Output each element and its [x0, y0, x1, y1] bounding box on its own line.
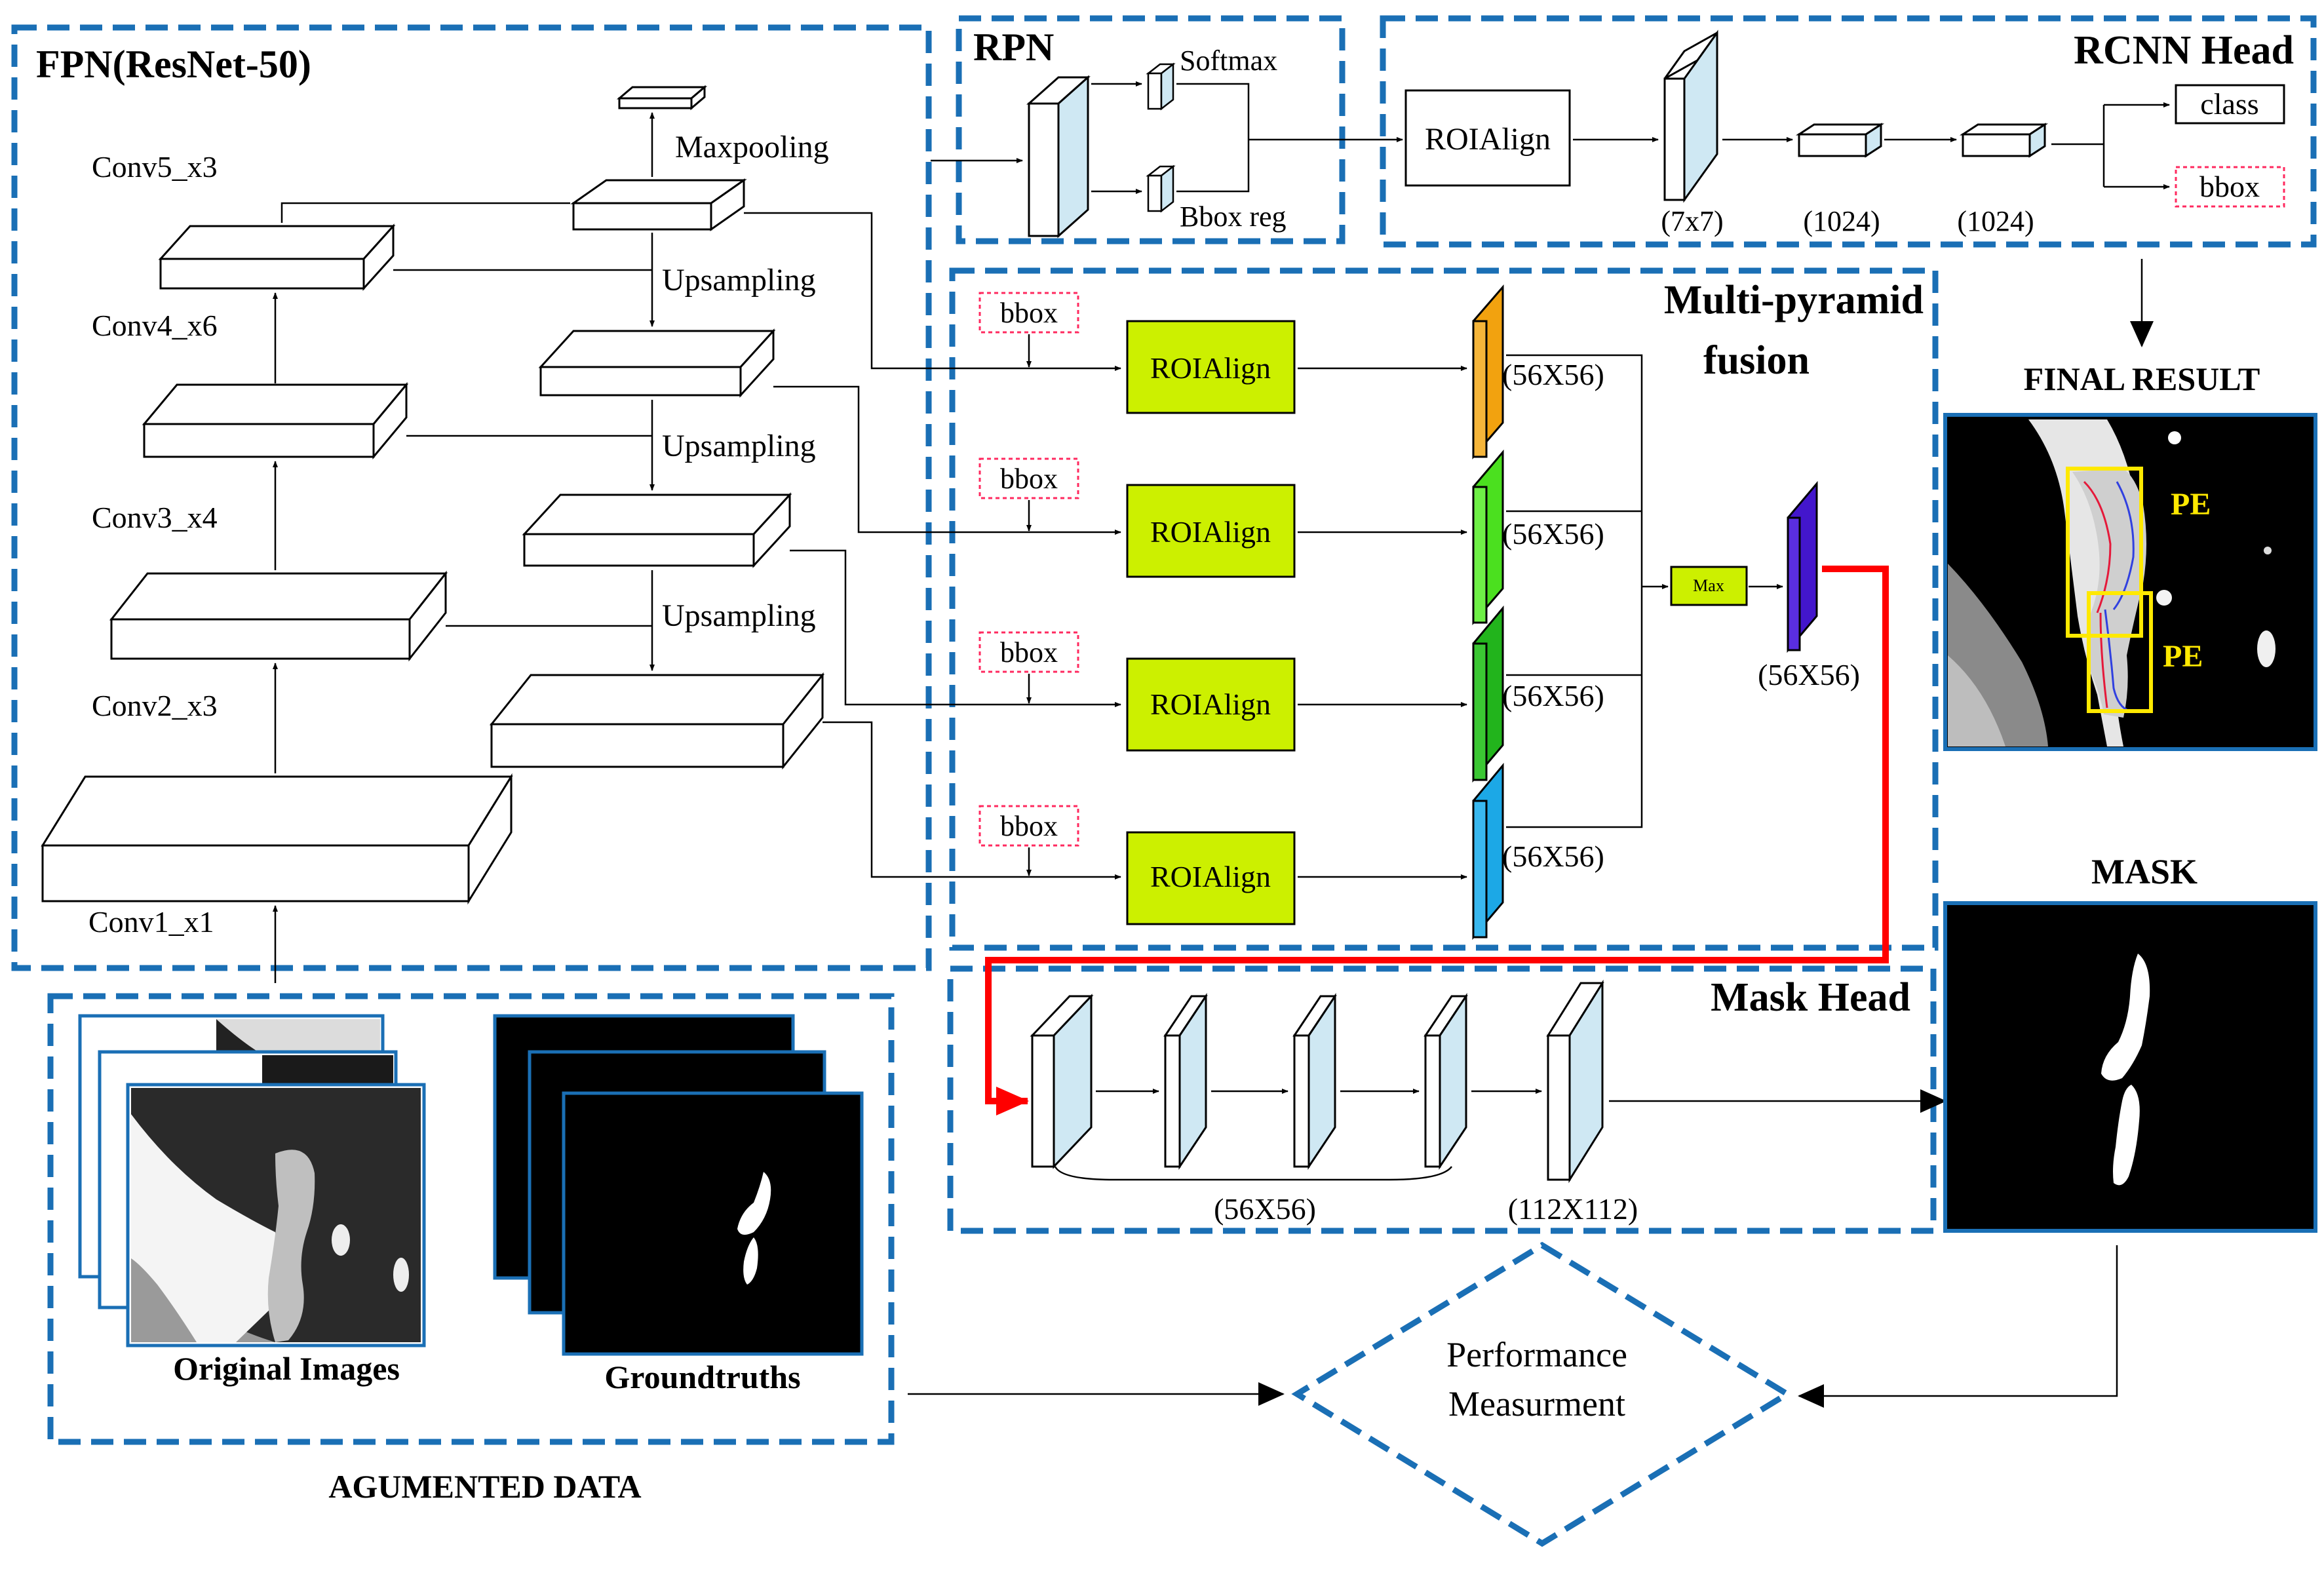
rcnn-head-section-frame: [1380, 15, 2317, 248]
fpn-section-frame: [11, 24, 932, 971]
rpn-block: [1026, 62, 1403, 239]
final-result-title: FINAL RESULT: [2024, 360, 2260, 397]
feature-size-label-1: (56X56): [1502, 358, 1604, 391]
augmented-data-title: AGUMENTED DATA: [328, 1468, 641, 1505]
backbone-blocks: [41, 223, 513, 905]
original-images-label: Original Images: [173, 1350, 400, 1387]
class-output-label: class: [2200, 87, 2258, 121]
rcnn-head-block: [1404, 29, 2285, 208]
label-bbox-reg: Bbox reg: [1180, 201, 1287, 233]
performance-label-line1: Performance: [1446, 1335, 1627, 1374]
label-conv3: Conv3_x4: [92, 501, 218, 534]
backbone-arrows: [273, 112, 655, 983]
final-result-image: [1943, 413, 2317, 751]
rcnn-size-7x7: (7x7): [1661, 205, 1723, 237]
mask-head-size-112: (112X112): [1508, 1192, 1638, 1226]
pyramid-blocks: [489, 85, 825, 770]
groundtruths-label: Groundtruths: [604, 1359, 800, 1395]
original-images-stack: [78, 1014, 426, 1347]
mask-head-block: [1030, 979, 1946, 1184]
fpn-title: FPN(ResNet-50): [36, 43, 311, 86]
mask-output-image: [1943, 901, 2317, 1233]
bbox-proposal-label-3: bbox: [1000, 636, 1058, 668]
rcnn-size-1024-a: (1024): [1803, 205, 1880, 237]
performance-label-line2: Measurment: [1448, 1384, 1625, 1424]
mask-output-title: MASK: [2091, 852, 2198, 891]
label-upsampling-2: Upsampling: [662, 429, 816, 463]
label-softmax: Softmax: [1180, 45, 1277, 77]
fusion-block: [978, 284, 1818, 940]
label-conv2: Conv2_x3: [92, 689, 218, 722]
roialign-label-1: ROIAlign: [1150, 351, 1271, 385]
feature-size-label-2: (56X56): [1502, 517, 1604, 551]
pe-label-2: PE: [2163, 639, 2203, 674]
pe-label-1: PE: [2171, 487, 2211, 522]
label-upsampling-3: Upsampling: [662, 598, 816, 633]
roialign-label-2: ROIAlign: [1150, 515, 1271, 549]
label-conv4: Conv4_x6: [92, 309, 218, 342]
multi-pyramid-fusion-section-frame: [949, 267, 1939, 951]
label-conv5: Conv5_x3: [92, 150, 218, 184]
rpn-section-frame: [956, 15, 1346, 244]
rpn-title: RPN: [973, 26, 1054, 69]
label-upsampling-1: Upsampling: [662, 263, 816, 298]
bbox-output-box: [2175, 166, 2285, 208]
rcnn-roialign-box: [1404, 89, 1571, 187]
multi-pyramid-title-line1: Multi-pyramid: [1664, 278, 1924, 322]
mask-head-size-56: (56X56): [1214, 1192, 1316, 1226]
rcnn-size-1024-b: (1024): [1957, 205, 2034, 237]
groundtruths-stack: [493, 1014, 864, 1356]
bbox-output-label: bbox: [2199, 170, 2260, 203]
fused-size-label: (56X56): [1758, 658, 1860, 691]
feature-size-label-4: (56X56): [1502, 840, 1604, 873]
roialign-label-3: ROIAlign: [1150, 688, 1271, 721]
performance-measurement-diamond: [1291, 1241, 1793, 1547]
rcnn-roialign-label: ROIAlign: [1425, 122, 1551, 157]
mask-to-performance-arrow: [1798, 1245, 2118, 1408]
fusion-to-mask-head-arrow: [985, 566, 1889, 1115]
class-output-box: [2175, 84, 2285, 125]
roialign-label-4: ROIAlign: [1150, 860, 1271, 893]
bbox-proposal-label-2: bbox: [1000, 463, 1058, 495]
feature-size-label-3: (56X56): [1502, 679, 1604, 712]
max-fusion-box: [1670, 566, 1748, 606]
bbox-proposal-label-4: bbox: [1000, 810, 1058, 842]
mask-head-title: Mask Head: [1711, 975, 1910, 1020]
label-maxpooling: Maxpooling: [675, 130, 829, 165]
rcnn-head-title: RCNN Head: [2074, 28, 2294, 73]
multi-pyramid-title-line2: fusion: [1703, 338, 1810, 383]
augmented-data-section-frame: [47, 993, 895, 1445]
label-conv1: Conv1_x1: [88, 905, 214, 939]
max-fusion-label: Max: [1693, 576, 1724, 595]
fpn-to-roi-connectors: [744, 158, 1121, 880]
bbox-proposal-label-1: bbox: [1000, 297, 1058, 329]
